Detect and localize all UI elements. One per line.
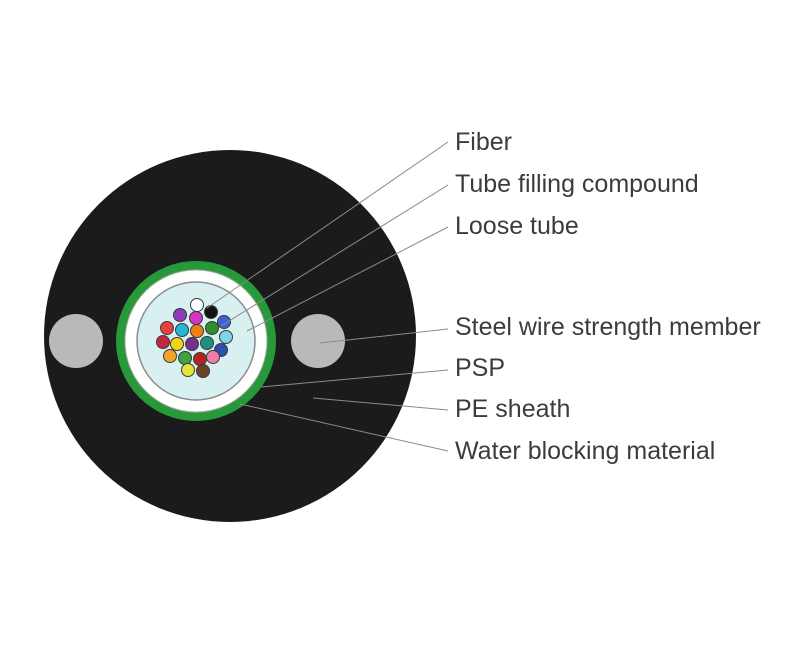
fiber-dot <box>204 305 218 319</box>
leader-line-3 <box>319 328 449 344</box>
leader-line-6 <box>239 403 449 452</box>
fiber-dots-group <box>156 298 233 378</box>
fiber-dot <box>160 321 174 335</box>
fiber-dot <box>175 323 189 337</box>
fiber-dot <box>205 321 219 335</box>
leader-line-0 <box>206 141 449 309</box>
fiber-dot <box>163 349 177 363</box>
label-fiber: Fiber <box>455 128 512 156</box>
label-water-blocking-material: Water blocking material <box>455 437 715 465</box>
fiber-dot <box>156 335 170 349</box>
steel-wire-right-circle <box>291 314 345 368</box>
leader-line-2 <box>246 226 449 332</box>
fiber-dot <box>196 364 210 378</box>
label-tube-filling-compound: Tube filling compound <box>455 170 699 198</box>
label-steel-wire-strength-member: Steel wire strength member <box>455 313 761 341</box>
fiber-dot <box>190 298 204 312</box>
fiber-dot <box>206 350 220 364</box>
leader-line-4 <box>260 369 449 388</box>
fiber-dot <box>189 311 203 325</box>
fiber-dot <box>200 336 214 350</box>
fiber-dot <box>219 330 233 344</box>
label-loose-tube: Loose tube <box>455 212 579 240</box>
fiber-dot <box>190 324 204 338</box>
label-psp: PSP <box>455 354 505 382</box>
fiber-dot <box>185 337 199 351</box>
fiber-dot <box>217 315 231 329</box>
fiber-dot <box>170 337 184 351</box>
fiber-dot <box>193 352 207 366</box>
label-pe-sheath: PE sheath <box>455 395 570 423</box>
leader-line-1 <box>220 184 449 327</box>
fiber-dot <box>181 363 195 377</box>
leader-line-5 <box>312 397 449 411</box>
steel-wire-left-circle <box>49 314 103 368</box>
fiber-dot <box>178 351 192 365</box>
fiber-dot <box>173 308 187 322</box>
